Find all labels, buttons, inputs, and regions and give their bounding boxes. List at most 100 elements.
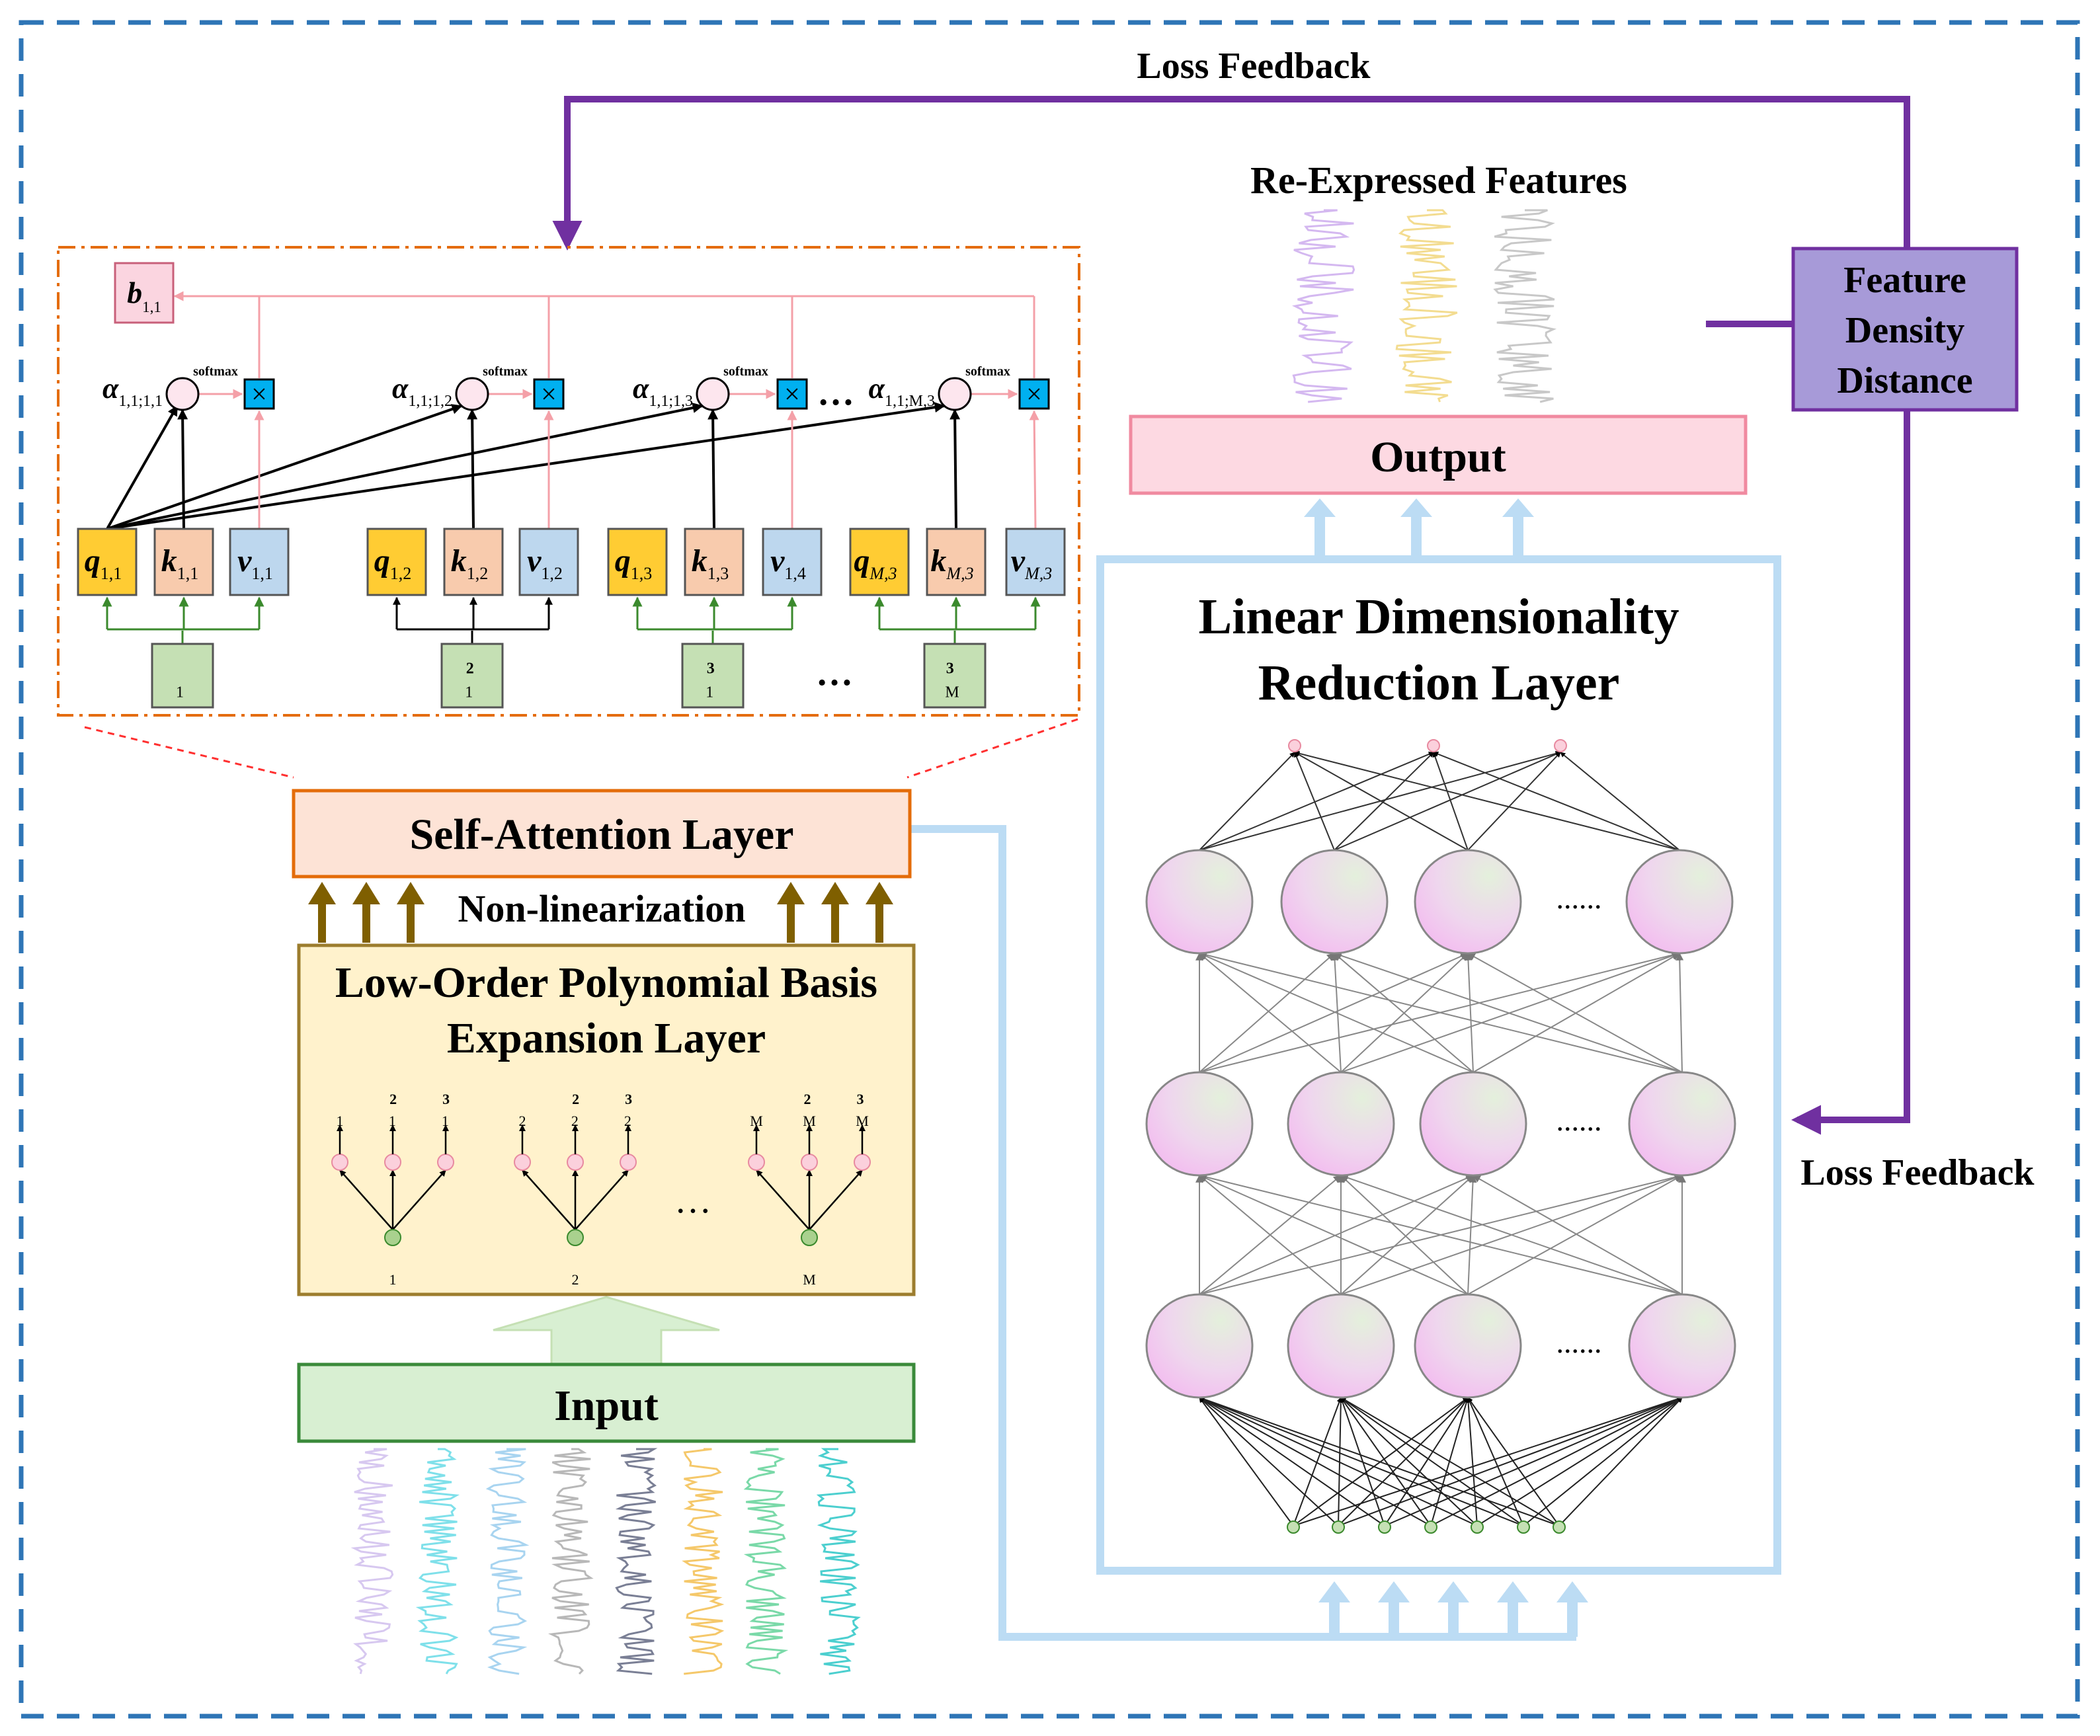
poly-title-line-2: Expansion Layer	[447, 1014, 766, 1062]
k-label-sub: 1,3	[707, 564, 729, 583]
k-label-2: k1,2	[451, 543, 489, 583]
softmax-label-3: softmax	[723, 364, 768, 379]
k-box-2	[443, 528, 504, 596]
alpha-label-4: α1,1;M,3	[869, 372, 935, 410]
poly-leaf-node	[748, 1154, 765, 1171]
loss-feedback-right-label: Loss Feedback	[1800, 1152, 2035, 1193]
b-output-box	[114, 262, 175, 324]
nn-input-node-7	[1553, 1520, 1566, 1534]
alpha-label-3: α1,1;1,3	[633, 372, 693, 410]
alpha-label-2: α1,1;1,2	[392, 372, 452, 410]
nn-edge	[1340, 1173, 1683, 1295]
times-symbol-3: ×	[784, 379, 800, 410]
feature-wave-2	[1395, 209, 1458, 403]
k-label-3: k1,3	[692, 543, 729, 583]
k-box-4	[926, 528, 987, 596]
nn-edge	[1476, 1397, 1683, 1526]
input-wave-5	[615, 1448, 658, 1675]
nn-edge	[1199, 1174, 1474, 1295]
polynomial-expansion-layer: Low-Order Polynomial Basis Expansion Lay…	[297, 943, 916, 1296]
nn-edge	[1199, 1175, 1342, 1295]
nn-edge	[1467, 752, 1561, 851]
poly-edge	[809, 1169, 863, 1230]
nn-neuron-r3-c1	[1145, 1293, 1254, 1399]
input-label: Input	[554, 1382, 659, 1430]
nn-edge	[1198, 1174, 1469, 1295]
k-label-sub: 1,1	[177, 564, 199, 583]
nn-neuron-r3-c4	[1628, 1293, 1736, 1399]
nn-neuron-r2-c2	[1287, 1071, 1395, 1177]
poly-edge	[756, 1169, 810, 1230]
v-label-1: v1,1	[237, 543, 273, 583]
nn-neuron-r2-c1	[1145, 1071, 1254, 1177]
k-to-alpha-arrow	[949, 409, 961, 530]
q-label-base: q	[85, 543, 101, 578]
nn-edge	[1340, 1175, 1474, 1295]
nn-edge	[1560, 752, 1680, 851]
nn-edge	[1464, 952, 1474, 1073]
attention-connections	[102, 291, 1041, 644]
nn-edge	[1198, 952, 1474, 1073]
b-output-label-base: b	[127, 276, 142, 309]
input-to-poly-arrow	[493, 1296, 720, 1366]
poly-output-label-sub: 1	[442, 1113, 449, 1129]
poly-edge	[339, 1169, 393, 1230]
output-box: Output	[1129, 414, 1748, 495]
v-label-4: vM,3	[1011, 543, 1052, 583]
g-box-4	[923, 643, 987, 709]
input-wave-4	[548, 1448, 594, 1675]
poly-output-label-sup: 2	[572, 1091, 579, 1107]
poly-output-label-sup: 3	[857, 1091, 864, 1107]
nn-neuron-r3-c3	[1414, 1293, 1522, 1399]
poly-output-label-sub: 2	[571, 1113, 579, 1129]
b-output-label: b1,1	[127, 276, 161, 315]
poly-input-node	[384, 1229, 401, 1246]
alpha-node-4	[938, 377, 972, 411]
v-label-base: v	[1011, 543, 1026, 578]
nn-neuron-r1-c2	[1280, 849, 1389, 955]
nn-neuron-r3-c2	[1287, 1293, 1395, 1399]
poly-output-label-sub: M	[750, 1113, 763, 1129]
loss-feedback-loop: Loss Feedback Loss Feedback	[552, 46, 2035, 1193]
g-label-1-sub: 1	[176, 684, 184, 701]
nn-edge	[1199, 1396, 1524, 1526]
nn-edge	[1523, 1397, 1683, 1526]
nn-edge	[1334, 752, 1434, 851]
poly-input-label: M	[803, 1271, 816, 1288]
q-box-3	[607, 528, 668, 596]
poly-leaf-node	[384, 1154, 401, 1171]
poly-input-label-sub: 2	[572, 1271, 579, 1288]
q-label-4: qM,3	[854, 543, 897, 583]
poly-title-line-1: Low-Order Polynomial Basis	[335, 959, 877, 1007]
nn-ellipsis-row-1: ......	[1556, 881, 1602, 915]
poly-edge	[392, 1169, 446, 1230]
poly-output-label-sup: 3	[442, 1091, 450, 1107]
poly-input-node	[801, 1229, 818, 1246]
poly-input-label: 2	[572, 1271, 579, 1288]
poly-output-label: 2	[519, 1113, 526, 1129]
poly-leaf-node	[437, 1154, 454, 1171]
v-label-3: v1,4	[770, 543, 806, 583]
feature-wave-3	[1493, 209, 1557, 403]
feature-density-line-1: Feature	[1843, 260, 1966, 301]
q-label-base: q	[854, 543, 869, 578]
q-label-1: q1,1	[85, 543, 122, 583]
v-label-base: v	[527, 543, 542, 578]
poly-input-label-sub: M	[803, 1271, 816, 1288]
nn-edge	[1199, 952, 1469, 1073]
alpha-label-1: α1,1;1,1	[102, 372, 163, 410]
v-box-3	[762, 528, 823, 596]
nn-input-node-5	[1471, 1520, 1484, 1534]
re-expressed-features-label: Re-Expressed Features	[1250, 159, 1627, 202]
k-label-sub: M,3	[946, 564, 973, 583]
nn-edge	[1472, 1175, 1683, 1295]
nn-edge	[1384, 1397, 1469, 1526]
v-box-2	[518, 528, 579, 596]
alpha-label-sub: 1,1;1,2	[408, 393, 452, 410]
